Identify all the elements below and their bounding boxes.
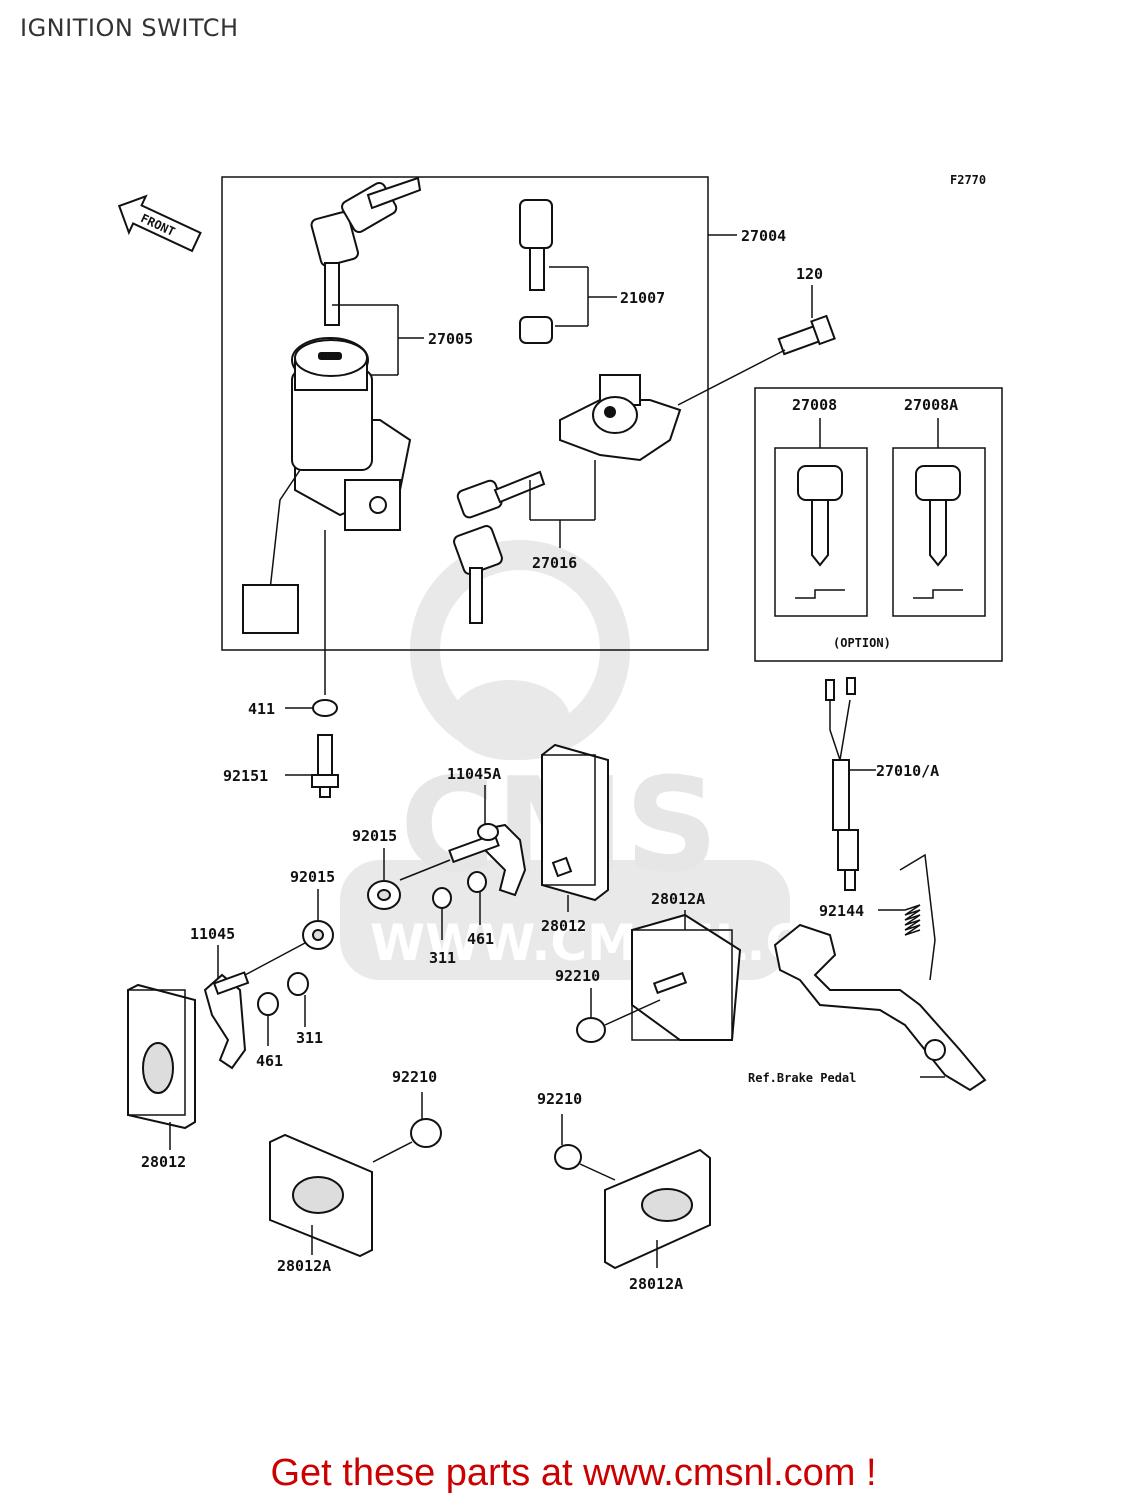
ignition-key-icon bbox=[310, 176, 422, 326]
label-92144: 92144 bbox=[819, 902, 864, 920]
reflector-icon bbox=[541, 743, 609, 902]
reflector-icon bbox=[127, 983, 196, 1130]
label-92210c: 92210 bbox=[537, 1090, 582, 1108]
key-card-27008 bbox=[774, 447, 868, 617]
label-92210b: 92210 bbox=[392, 1068, 437, 1086]
label-21007: 21007 bbox=[620, 289, 665, 307]
label-92015a: 92015 bbox=[352, 827, 397, 845]
label-28012Ab: 28012A bbox=[277, 1257, 331, 1275]
label-27005: 27005 bbox=[428, 330, 473, 348]
nut-311-icon bbox=[432, 887, 452, 909]
bracket-icon bbox=[203, 971, 250, 1070]
label-92210a: 92210 bbox=[555, 967, 600, 985]
washer-icon bbox=[312, 699, 338, 717]
front-arrow-icon: FRONT bbox=[117, 194, 202, 253]
brake-switch-icon bbox=[825, 677, 859, 891]
label-brake-ref: Ref.Brake Pedal bbox=[748, 1071, 856, 1085]
ignition-switch-icon bbox=[242, 337, 412, 634]
bracket-icon bbox=[448, 823, 527, 897]
lock-key-icon bbox=[519, 199, 553, 344]
option-box bbox=[754, 387, 1003, 662]
blank-key-icon bbox=[795, 465, 963, 599]
label-92015b: 92015 bbox=[290, 868, 335, 886]
spring-icon bbox=[899, 853, 936, 981]
label-11045: 11045 bbox=[190, 925, 235, 943]
reflector-icon bbox=[269, 1133, 373, 1258]
spare-key-icon bbox=[453, 470, 546, 624]
label-311a: 311 bbox=[429, 949, 456, 967]
washer-461-icon bbox=[257, 992, 279, 1016]
nut-icon bbox=[410, 1118, 442, 1148]
label-27010A: 27010/A bbox=[876, 762, 939, 780]
label-27008: 27008 bbox=[792, 396, 837, 414]
nut-icon bbox=[302, 920, 334, 950]
label-411: 411 bbox=[248, 700, 275, 718]
helmet-lock-icon bbox=[559, 374, 682, 462]
label-27004: 27004 bbox=[741, 227, 786, 245]
screw-icon bbox=[777, 314, 836, 356]
label-27016: 27016 bbox=[532, 554, 577, 572]
nut-icon bbox=[576, 1017, 606, 1043]
footer-cta[interactable]: Get these parts at www.cmsnl.com ! bbox=[270, 1452, 877, 1494]
nut-311-icon bbox=[287, 972, 309, 996]
figure-code: F2770 bbox=[950, 173, 986, 187]
washer-461-icon bbox=[467, 871, 487, 893]
watermark: CMS WWW.CMSNL.COM bbox=[340, 540, 895, 980]
label-120: 120 bbox=[796, 265, 823, 283]
key-card-27008A bbox=[892, 447, 986, 617]
reflector-icon bbox=[604, 1148, 711, 1270]
page-title: IGNITION SWITCH bbox=[20, 14, 239, 42]
label-92151: 92151 bbox=[223, 767, 268, 785]
bolt-icon bbox=[311, 734, 339, 798]
nut-icon bbox=[554, 1144, 582, 1170]
label-461a: 461 bbox=[467, 930, 494, 948]
option-label: (OPTION) bbox=[833, 636, 891, 650]
label-28012Ac: 28012A bbox=[629, 1275, 683, 1293]
label-27008A: 27008A bbox=[904, 396, 958, 414]
label-461b: 461 bbox=[256, 1052, 283, 1070]
label-28012a: 28012 bbox=[541, 917, 586, 935]
label-28012b: 28012 bbox=[141, 1153, 186, 1171]
brake-pedal-icon bbox=[773, 923, 987, 1092]
label-11045A: 11045A bbox=[447, 765, 501, 783]
label-28012Aa: 28012A bbox=[651, 890, 705, 908]
kit-box-27004 bbox=[221, 176, 709, 651]
label-311b: 311 bbox=[296, 1029, 323, 1047]
nut-icon bbox=[367, 880, 401, 910]
